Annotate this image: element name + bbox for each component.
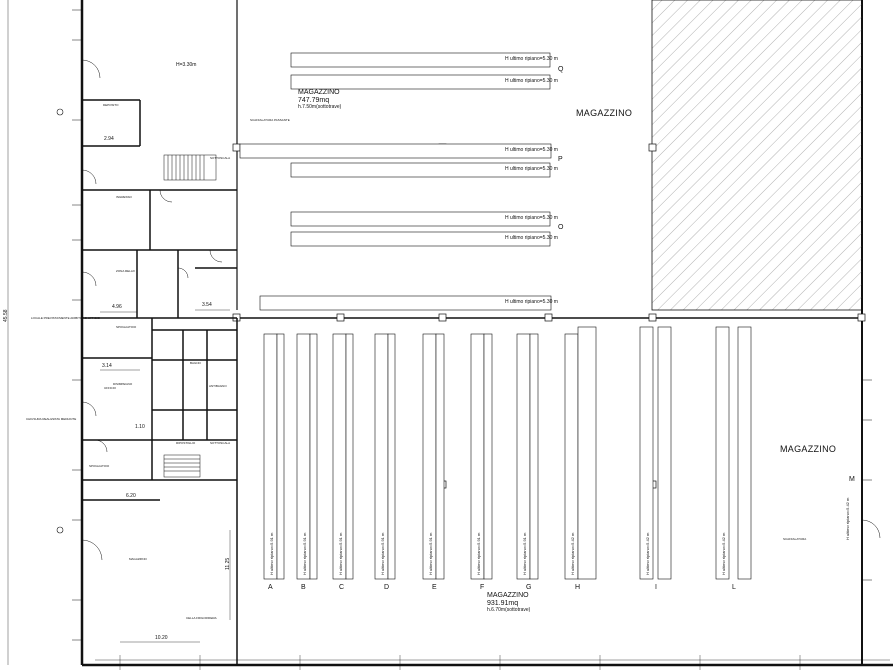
upper-warehouse-height: h.7.50m(sottotrave)	[298, 104, 342, 110]
dimension-label: 6.20	[126, 493, 136, 499]
rack-height-label: H ultimo ripiano=5.91 m	[476, 532, 481, 575]
room-label: MAGAZZINO	[129, 557, 147, 561]
row-letter-o: O	[558, 224, 564, 231]
lower-racks	[263, 326, 730, 580]
note-label: CHIUSURA REALIZZATA MEDIANTE	[26, 417, 77, 421]
ceiling-height-label: H=3.30m	[176, 62, 197, 68]
rack-height-label: H ultimo ripiano=5.91 m	[522, 532, 527, 575]
doors	[81, 59, 881, 561]
dimension-label: 1.10	[135, 424, 145, 430]
column-letter: G	[526, 584, 532, 591]
dimension-label: 4.96	[112, 304, 122, 310]
note-label: SCAFFALATURA PASSANTE	[250, 118, 290, 122]
room-label: DISIMPEGNO	[113, 382, 133, 386]
rack-height-label: H ultimo ripiano=5.91 m	[302, 532, 307, 575]
lower-warehouse-height: h.6.70m(sottotrave)	[487, 607, 531, 613]
upper-warehouse-name: MAGAZZINO	[298, 89, 340, 96]
shelf-label: H ultimo ripiano=5.30 m	[505, 215, 558, 221]
room-label: DEPOSITO	[103, 103, 119, 107]
warehouse-label-right-mid: MAGAZZINO	[780, 444, 837, 454]
lower-warehouse-name: MAGAZZINO	[487, 592, 529, 599]
room-label: SPOGLIATOIO	[116, 325, 137, 329]
room-label: ANTIBAGNO	[209, 384, 227, 388]
room-label: SOTTOSCALA	[210, 156, 231, 160]
shelf-label: H ultimo ripiano=5.30 m	[505, 166, 558, 172]
column-letter: A	[268, 584, 273, 591]
bottom-edge	[95, 655, 890, 670]
row-letter-p: P	[558, 156, 563, 163]
window-marks	[72, 9, 872, 641]
rack-height-label: H ultimo ripiano=5.91 m	[338, 532, 343, 575]
row-letter-q: Q	[558, 66, 564, 73]
row-letter-m: M	[849, 476, 855, 483]
room-label: ZONA RELAX	[116, 269, 135, 273]
column-letter: F	[480, 584, 485, 591]
column-letter: D	[384, 584, 390, 591]
room-label: INGRESSO	[116, 195, 132, 199]
column-letter: C	[339, 584, 345, 591]
stairs-lower	[163, 454, 201, 478]
note-label: SCAFFALATURA	[783, 537, 807, 541]
shelf-label: H ultimo ripiano=5.30 m	[505, 56, 558, 62]
rack-height-label: H ultimo ripiano=5.91 m	[269, 532, 274, 575]
rack-height-label: H ultimo ripiano=5.42 m	[721, 532, 726, 575]
hatched-storage-area	[651, 0, 863, 311]
room-label: SPOGLIATOIO	[89, 464, 110, 468]
lower-racks-paired	[276, 326, 752, 580]
dimension-label-total: 45.58	[3, 309, 9, 322]
rack-height-label: H ultimo ripiano=5.42 m	[570, 532, 575, 575]
upper-shelves	[239, 52, 552, 311]
rack-height-label: H ultimo ripiano=5.42 m	[645, 532, 650, 575]
upper-warehouse-area: 747.79mq	[298, 97, 330, 104]
wheelchair-icon	[56, 108, 64, 534]
stairs-upper	[163, 154, 217, 181]
rack-height-label: H ultimo ripiano=5.91 m	[380, 532, 385, 575]
column-letter: I	[655, 584, 657, 591]
office-walls	[82, 99, 238, 665]
lower-warehouse-label: MAGAZZINO 931.91mq h.6.70m(sottotrave)	[487, 592, 530, 613]
column-letter: E	[432, 584, 437, 591]
lower-warehouse-area: 931.91mq	[487, 600, 519, 607]
dimension-label: 11.25	[225, 557, 231, 570]
rack-height-label: H ultimo ripiano=5.42 m	[845, 497, 850, 540]
room-label: BAGNO	[190, 361, 201, 365]
room-label: SOTTOSCALA	[210, 441, 231, 445]
warehouse-label-right-top: MAGAZZINO	[576, 108, 633, 118]
shelf-label: H ultimo ripiano=5.30 m	[505, 147, 558, 153]
dimension-label: 3.14	[102, 363, 112, 369]
dimension-label: 10.20	[155, 635, 168, 641]
shelf-label: H ultimo ripiano=5.30 m	[505, 78, 558, 84]
upper-warehouse-label: MAGAZZINO 747.79mq h.7.50m(sottotrave)	[298, 89, 341, 110]
shelf-label: H ultimo ripiano=5.30 m	[505, 235, 558, 241]
shelf-label: H ultimo ripiano=5.30 m	[505, 299, 558, 305]
column-letter: H	[575, 584, 581, 591]
column-letter: L	[732, 584, 736, 591]
room-label: CELLA FRIGORIFERA	[186, 616, 217, 620]
column-letter: B	[301, 584, 306, 591]
dimension-label: 2.94	[104, 136, 114, 142]
rack-height-label: H ultimo ripiano=5.91 m	[428, 532, 433, 575]
dimension-label: 3.54	[202, 302, 212, 308]
note-label: LOCALE PREVISTA/MENTE ADIBITO AD UFFICIO	[31, 316, 100, 320]
room-label: UFFICIO	[104, 386, 116, 390]
dimension-lines	[7, 0, 231, 665]
room-label: RIPOSTIGLIO	[176, 441, 196, 445]
